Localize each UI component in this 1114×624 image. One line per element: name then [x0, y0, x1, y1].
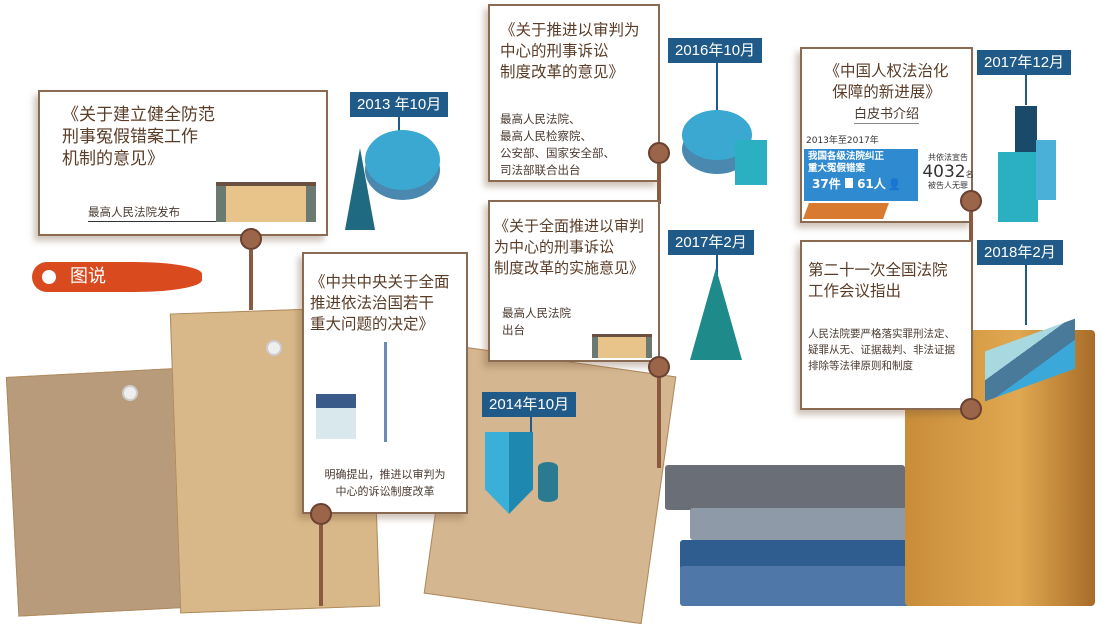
document-icon — [844, 178, 853, 188]
binder — [665, 465, 905, 510]
event-note: 最高人民法院 出台 — [502, 306, 571, 337]
date-label: 2016年10月 — [668, 38, 763, 63]
pyramid-icon — [345, 148, 375, 230]
event-title: 《关于推进以审判为 中心的刑事诉讼 制度改革的意见》 — [500, 21, 640, 81]
event-card-2013: 《关于建立健全防范 刑事冤假错案工作 机制的意见》 最高人民法院发布 — [38, 90, 328, 236]
binder — [680, 566, 910, 606]
event-note: 最高人民法院发布 — [88, 204, 238, 222]
timeline-rod — [969, 212, 973, 242]
highlight-text: 我国各级法院纠正 重大冤假错案 — [808, 151, 885, 174]
pie-chart-icon — [365, 130, 440, 190]
period-label: 2013年至2017年 — [806, 136, 879, 146]
cylinder-icon — [538, 462, 558, 502]
binder — [680, 540, 910, 570]
building-icon — [1036, 140, 1056, 200]
date-label: 2018年2月 — [977, 240, 1063, 265]
date-stem — [716, 255, 718, 275]
acquittal-post: 被告人无罪 — [928, 181, 968, 190]
event-card-2016: 《关于推进以审判为 中心的刑事诉讼 制度改革的意见》 最高人民法院、 最高人民检… — [488, 4, 660, 182]
tushuo-badge: 图说 — [32, 262, 202, 292]
timeline-pin — [310, 503, 332, 525]
event-title: 第二十一次全国法院 工作会议指出 — [808, 261, 948, 300]
timeline-rod — [319, 525, 323, 606]
highlight-panel: 我国各级法院纠正 重大冤假错案 37件 61人👤 — [804, 149, 918, 201]
envelope-clasp — [266, 340, 282, 356]
cube-icon — [316, 394, 356, 439]
people-count: 61人 — [857, 177, 886, 191]
down-arrow-icon — [384, 342, 387, 442]
court-building-icon — [216, 182, 316, 222]
event-title: 《中国人权法治化 保障的新进展》 — [824, 62, 949, 101]
books-icon — [803, 203, 889, 219]
timeline-pin — [240, 228, 262, 250]
badge-label: 图说 — [70, 266, 106, 287]
date-label: 2017年12月 — [977, 50, 1072, 75]
timeline-rod — [657, 164, 661, 204]
timeline-pin — [960, 190, 982, 212]
event-card-2014: 《中共中央关于全面 推进依法治国若干 重大问题的决定》 明确提出，推进以审判为 … — [302, 252, 468, 514]
date-label: 2014年10月 — [482, 392, 577, 417]
cases-count: 37件 — [812, 177, 841, 191]
pyramid-icon — [690, 268, 742, 360]
box-icon — [735, 140, 767, 185]
date-stem — [716, 63, 718, 113]
timeline-rod — [249, 250, 253, 310]
court-building-icon — [592, 334, 652, 358]
event-card-2018: 第二十一次全国法院 工作会议指出 人民法院要严格落实罪刑法定、 疑罪从无、证据裁… — [800, 240, 973, 410]
date-stem — [398, 117, 400, 137]
timeline-pin — [648, 356, 670, 378]
envelope-clasp — [122, 385, 138, 401]
person-icon: 👤 — [887, 178, 902, 191]
event-note: 最高人民法院、 最高人民检察院、 公安部、国家安全部、 司法部联合出台 — [500, 112, 615, 177]
date-stem — [1025, 75, 1027, 105]
timeline-pin — [960, 398, 982, 420]
event-card-2017-dec: 《中国人权法治化 保障的新进展》 白皮书介绍 2013年至2017年 我国各级法… — [800, 47, 974, 223]
event-title: 《关于建立健全防范 刑事冤假错案工作 机制的意见》 — [62, 105, 215, 169]
event-subtitle: 白皮书介绍 — [853, 107, 919, 124]
event-note: 明确提出，推进以审判为 中心的诉讼制度改革 — [324, 468, 446, 498]
acquittal-unit: 名 — [965, 170, 974, 179]
date-stem — [1025, 265, 1027, 325]
building-icon — [998, 152, 1038, 222]
event-note: 人民法院要严格落实罪刑法定、 疑罪从无、证据裁判、非法证据 排除等法律原则和制度 — [808, 328, 955, 372]
acquittal-number: 4032 — [922, 162, 966, 182]
binder — [690, 508, 910, 540]
date-label: 2013 年10月 — [350, 92, 449, 117]
acquittal-pre: 共依法宣告 — [928, 153, 968, 162]
event-title: 《关于全面推进以审判 为中心的刑事诉讼 制度改革的实施意见》 — [494, 217, 645, 277]
event-card-2017-feb: 《关于全面推进以审判 为中心的刑事诉讼 制度改革的实施意见》 最高人民法院 出台 — [488, 200, 660, 362]
acquittal-stat: 共依法宣告 4032名 被告人无罪 — [922, 153, 974, 191]
event-title: 《中共中央关于全面 推进依法治国若干 重大问题的决定》 — [310, 273, 450, 333]
timeline-pin — [648, 142, 670, 164]
badge-dot — [42, 270, 56, 284]
date-label: 2017年2月 — [668, 230, 754, 255]
timeline-rod — [657, 378, 661, 468]
